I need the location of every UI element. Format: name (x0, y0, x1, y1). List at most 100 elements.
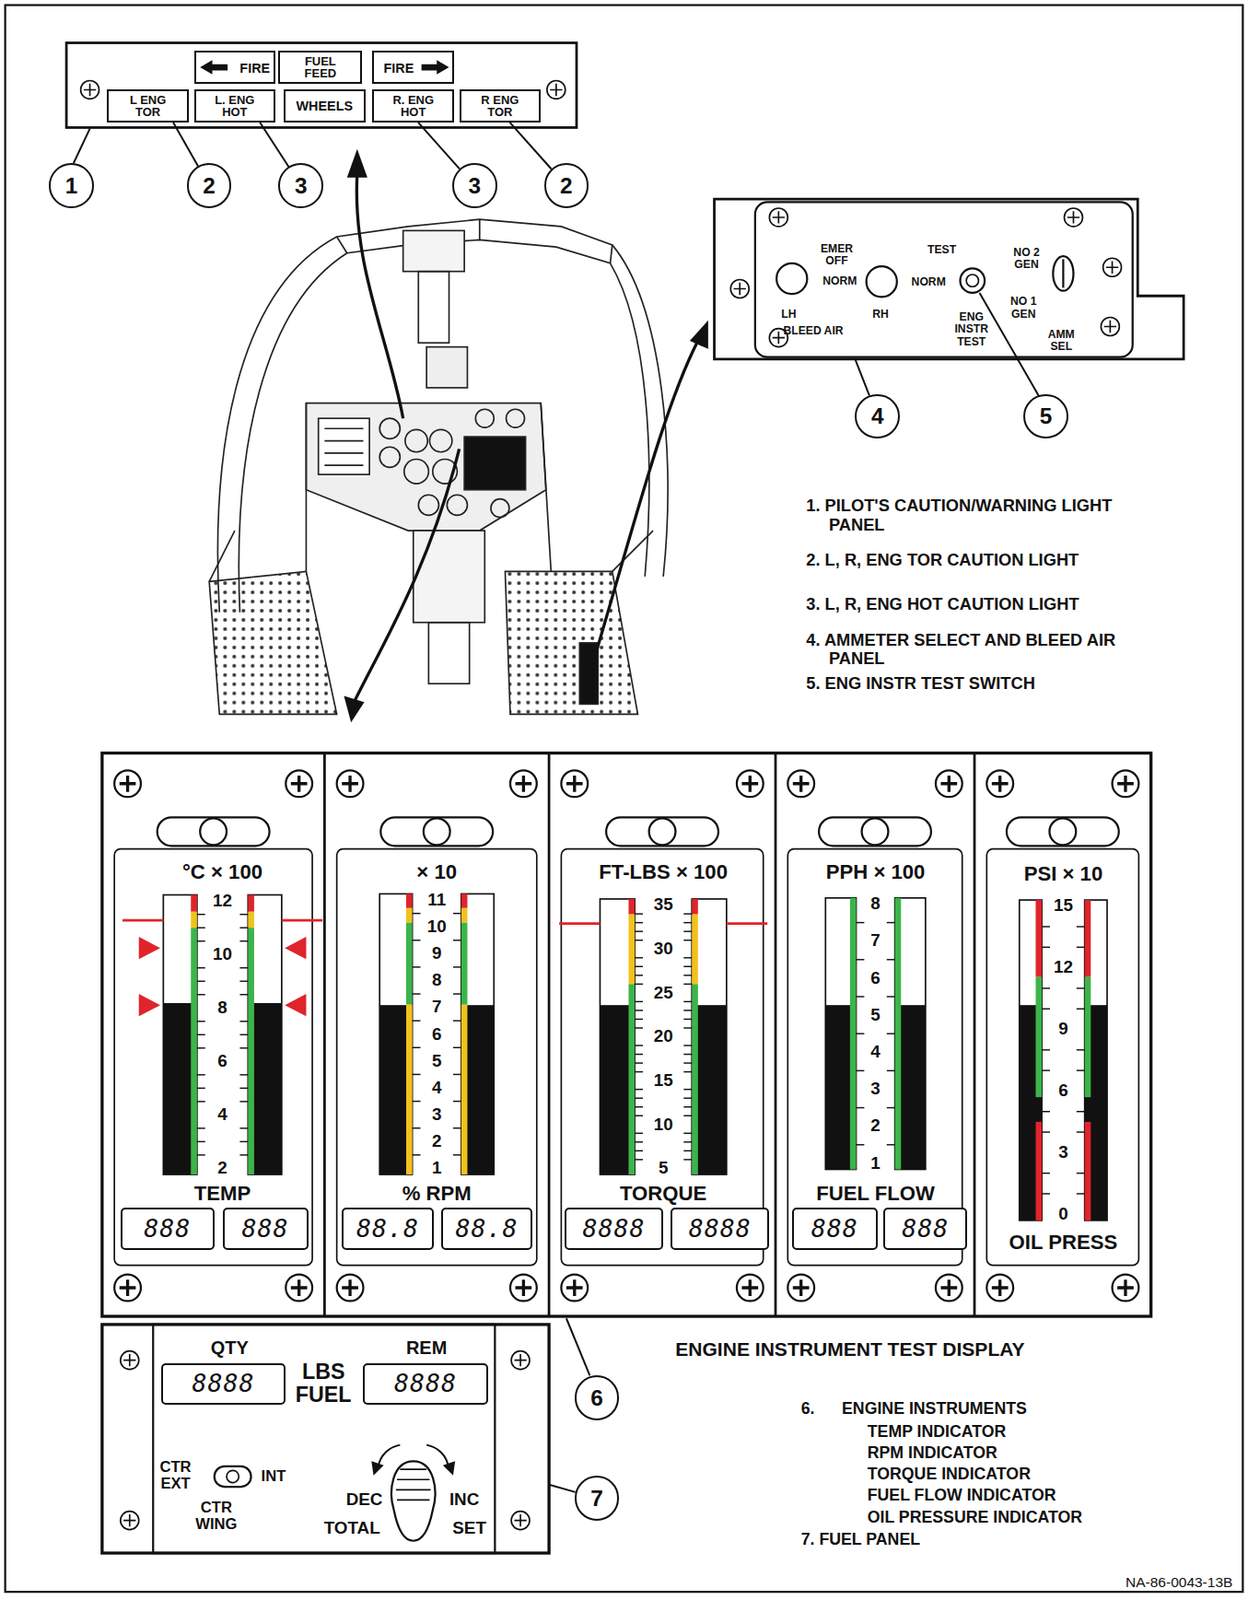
gauge-mark (139, 936, 161, 959)
gauge-mark (634, 1115, 643, 1117)
gauge-indicator-label: 6 (217, 1051, 227, 1072)
callout-number-label: 2 (202, 174, 216, 199)
fuel-panel-label: LBS FUEL (290, 1360, 358, 1408)
gauge-mark (197, 967, 206, 969)
gauge-indicator-label: 3 (1058, 1143, 1068, 1163)
gauge-indicator-label: 8 (870, 894, 880, 914)
fuel-panel-label: DEC (346, 1490, 384, 1510)
control-panel-label: ENG INSTR TEST (949, 311, 993, 349)
gauge-mark (1117, 1279, 1134, 1296)
gauge-mark (862, 817, 889, 845)
gauge-mark (683, 1018, 692, 1020)
gauge-mark (406, 1004, 413, 1175)
caution-light-label: FIRE (239, 61, 270, 77)
leader-line (854, 359, 869, 396)
digital-readout-label: 88.8 (454, 1215, 518, 1242)
gauge-indicator-label: 15 (653, 1071, 674, 1091)
gauge-mark (787, 1274, 815, 1302)
gauge-mark (139, 993, 161, 1016)
gauge-mark (190, 927, 198, 1175)
fuel-panel-label: SET (452, 1518, 487, 1539)
gauge-mark (634, 966, 643, 968)
gauge-mark (453, 1047, 462, 1049)
digital-readout: 888 (222, 1207, 309, 1251)
legend-text: RPM INDICATOR (867, 1444, 998, 1463)
leader-line (510, 122, 552, 170)
gauge-mark (341, 1279, 359, 1296)
gauge-mark (683, 1096, 692, 1098)
gauge-mark (683, 1009, 692, 1011)
gauge-mark (973, 753, 977, 1317)
gauge-indicator-label: 3 (870, 1079, 880, 1099)
callout-number: 3 (278, 163, 324, 209)
gauge-mark (285, 1274, 313, 1302)
gauge-mark (284, 936, 306, 959)
fuel-panel-label: QTY (210, 1338, 249, 1359)
gauge-mark (634, 1061, 643, 1063)
gauge-mark (649, 817, 677, 845)
gauge-mark (461, 1004, 494, 1175)
gauge-mark (284, 993, 306, 1016)
gauge-mark (453, 1154, 462, 1155)
gauge-mark (323, 753, 327, 1317)
legend-text: ENGINE INSTRUMENTS (841, 1399, 1027, 1419)
digital-readout-label: 8888 (192, 1370, 256, 1397)
control-panel-label: NO 1 GEN (1004, 295, 1042, 321)
gauge-indicator-label: 9 (431, 944, 442, 964)
gauge-mark (634, 1044, 643, 1046)
gauge-mark (1076, 987, 1085, 989)
gauge-mark (793, 775, 810, 793)
caution-light-label: FUEL FEED (291, 55, 350, 81)
gauge-mark (683, 1158, 692, 1160)
gauge-mark (634, 1158, 643, 1160)
gauge-mark (406, 908, 413, 923)
gauge-mark (412, 1047, 421, 1049)
gauge-mark (239, 980, 248, 982)
gauge-mark (940, 775, 957, 793)
gauge-mark (247, 895, 282, 1176)
callout-number-label: 3 (467, 174, 481, 199)
legend-text: TEMP INDICATOR (867, 1422, 1007, 1442)
digital-readout-label: 888 (143, 1215, 191, 1242)
gauge-mark (895, 898, 926, 1170)
gauge-indicator-label: 35 (653, 895, 674, 915)
gauge-mark (412, 992, 421, 994)
gauge-mark (197, 1034, 206, 1036)
gauge-mark (634, 1026, 643, 1028)
callout-number-label: 4 (871, 404, 885, 429)
gauge-mark (1041, 1192, 1050, 1194)
fuel-panel-label: REM (406, 1338, 447, 1359)
gauge-mark (793, 1279, 810, 1296)
gauge-mark (683, 1071, 692, 1073)
gauge-mark (281, 919, 323, 922)
gauge-mark (197, 1087, 206, 1089)
gauge-indicator-label: 30 (653, 939, 674, 959)
gauge-mark (412, 1100, 421, 1102)
gauge-indicator-label: 20 (653, 1026, 674, 1047)
gauge-mark (634, 930, 643, 932)
gauge-indicator-label: 10 (653, 1115, 674, 1135)
gauge-mark (634, 1053, 643, 1055)
gauge-indicator: FT-LBS × 1003530252015105TORQUE88888888 (548, 753, 776, 1318)
gauge-mark (1076, 1110, 1085, 1112)
gauge-indicator-label: 7 (870, 931, 880, 951)
gauge-mark (197, 1100, 206, 1102)
gauge-mark (197, 980, 206, 982)
gauge-indicator-label: 4 (431, 1078, 442, 1098)
gauge-mark (1084, 899, 1092, 978)
control-panel-label: NO 2 GEN (1008, 246, 1046, 272)
fuel-panel-label: CTR WING (189, 1499, 244, 1534)
gauge-mark (856, 1032, 865, 1034)
gauge-mark (1035, 1121, 1042, 1221)
legend-text: ENGINE INSTRUMENT TEST DISPLAY (675, 1338, 1025, 1360)
digital-readout: 88.8 (441, 1207, 534, 1251)
fuel-panel-label: TOTAL (324, 1518, 381, 1539)
control-panel: EMER OFFNORMRHLHBLEED AIRTESTNORMENG INS… (714, 198, 1185, 360)
gauge-mark (239, 926, 248, 928)
gauge-mark (1019, 899, 1042, 1221)
gauge-mark (634, 912, 643, 914)
gauge-mark (510, 1274, 537, 1302)
control-panel-label: BLEED AIR (782, 325, 843, 338)
gauge-indicator-label: 2 (870, 1116, 880, 1136)
